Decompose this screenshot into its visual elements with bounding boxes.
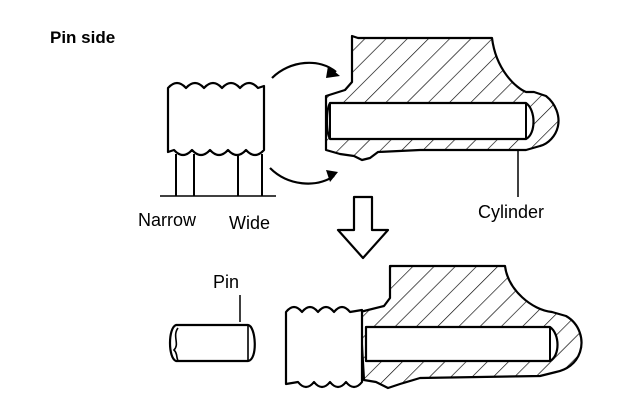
curved-arrow-bottom xyxy=(269,167,338,185)
cylinder-label: Cylinder xyxy=(478,202,545,222)
down-arrow-icon xyxy=(336,195,390,260)
curved-arrow-top xyxy=(271,61,340,79)
cylinder-housing-top xyxy=(324,34,560,162)
cylinder-housing-bottom xyxy=(358,264,583,390)
pin-side-part-assembled xyxy=(284,305,364,389)
pin-side-part xyxy=(160,81,276,197)
pin-icon xyxy=(168,323,256,363)
wide-label: Wide xyxy=(229,213,271,233)
pin-label: Pin xyxy=(213,272,240,292)
narrow-label: Narrow xyxy=(138,210,197,230)
diagram-title: Pin side xyxy=(50,28,116,47)
